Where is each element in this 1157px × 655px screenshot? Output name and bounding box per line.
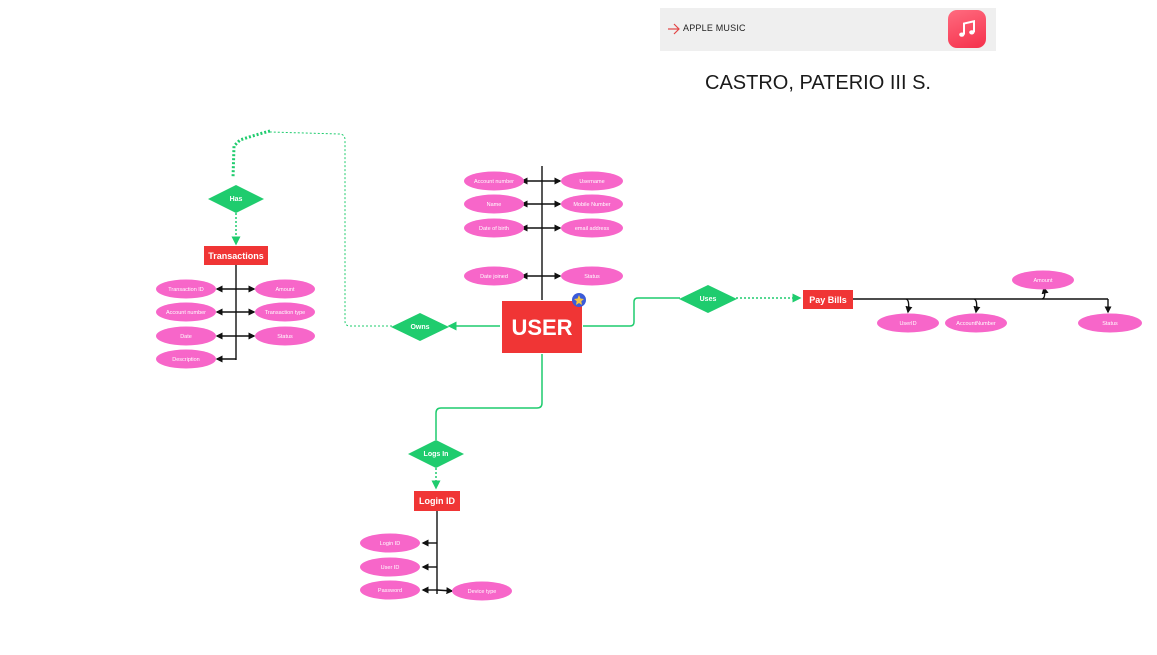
relationship-connectors [231, 129, 802, 490]
attribute-label: Amount [276, 287, 295, 293]
relationship-label: Has [230, 196, 243, 203]
attr-user-status[interactable]: Status [561, 266, 623, 286]
attr-login-device-type[interactable]: Device type [452, 581, 512, 601]
relationship-label: Uses [700, 296, 717, 303]
attr-user-date-joined[interactable]: Date joined [464, 266, 524, 286]
relationship-label: Owns [410, 324, 429, 331]
attr-pay-status[interactable]: Status [1078, 313, 1142, 333]
attribute-label: Status [1102, 321, 1118, 327]
apple-music-banner: APPLE MUSIC [660, 8, 996, 51]
attr-user-email-address[interactable]: email address [561, 218, 623, 238]
relationship-uses[interactable]: Uses [679, 285, 737, 313]
attribute-label: Account number [166, 310, 206, 316]
owns-has-connector [269, 131, 392, 327]
attr-login-password[interactable]: Password [360, 580, 420, 600]
attribute-label: Status [584, 274, 600, 280]
entity-label: Pay Bills [809, 295, 847, 305]
author-name: CASTRO, PATERIO III S. [705, 72, 931, 94]
entity-transactions[interactable]: Transactions [204, 246, 268, 265]
attr-trans-account-number[interactable]: Account number [156, 302, 216, 322]
relationship-owns[interactable]: Owns [391, 313, 449, 341]
attribute-label: Username [579, 179, 604, 185]
attribute-label: Transaction ID [168, 287, 204, 293]
attr-login-login-id[interactable]: Login ID [360, 533, 420, 553]
user-logsin-connector [435, 354, 543, 440]
attribute-label: Amount [1034, 278, 1053, 284]
attribute-label: Date joined [480, 274, 508, 280]
attribute-label: AccountNumber [956, 321, 996, 327]
attr-trans-amount[interactable]: Amount [255, 279, 315, 299]
attr-pay-account-number[interactable]: AccountNumber [945, 313, 1007, 333]
banner-label: APPLE MUSIC [683, 23, 746, 33]
attr-trans-date[interactable]: Date [156, 326, 216, 346]
attribute-label: Date of birth [479, 226, 509, 232]
attr-user-username[interactable]: Username [561, 171, 623, 191]
attribute-label: Login ID [380, 541, 401, 547]
has-squiggle-connector [231, 129, 271, 179]
relationship-logs-in[interactable]: Logs In [408, 440, 464, 468]
entity-pay-bills[interactable]: Pay Bills [803, 290, 853, 309]
badge-icon [572, 293, 586, 307]
arrow-right-icon [666, 20, 682, 38]
attr-trans-status[interactable]: Status [255, 326, 315, 346]
user-uses-connector [583, 297, 680, 327]
attribute-connectors [215, 166, 1112, 595]
attribute-label: Transaction type [265, 310, 305, 316]
attr-pay-amount[interactable]: Amount [1012, 270, 1074, 290]
entity-label: Login ID [419, 496, 455, 506]
relationship-label: Logs In [424, 451, 449, 458]
attribute-label: Password [378, 588, 402, 594]
attribute-label: Name [487, 202, 502, 208]
attribute-label: email address [575, 226, 609, 232]
music-note-icon[interactable] [948, 10, 986, 48]
entity-login-id[interactable]: Login ID [414, 491, 460, 511]
attribute-label: Mobile Number [573, 202, 610, 208]
attr-user-account-number[interactable]: Account number [464, 171, 524, 191]
attribute-label: Description [172, 357, 200, 363]
attribute-label: Account number [474, 179, 514, 185]
attr-pay-userid[interactable]: UserID [877, 313, 939, 333]
attr-trans-description[interactable]: Description [156, 349, 216, 369]
attribute-label: User ID [381, 565, 400, 571]
attribute-label: UserID [899, 321, 916, 327]
attr-trans-transaction-type[interactable]: Transaction type [255, 302, 315, 322]
attr-user-date-of-birth[interactable]: Date of birth [464, 218, 524, 238]
attr-trans-transaction-id[interactable]: Transaction ID [156, 279, 216, 299]
entity-label: USER [511, 315, 572, 340]
attr-user-mobile-number[interactable]: Mobile Number [561, 194, 623, 214]
attr-login-user-id[interactable]: User ID [360, 557, 420, 577]
attribute-label: Device type [468, 589, 497, 595]
attr-user-name[interactable]: Name [464, 194, 524, 214]
attribute-label: Date [180, 334, 192, 340]
attribute-label: Status [277, 334, 293, 340]
entity-label: Transactions [208, 251, 264, 261]
entity-user[interactable]: USER [502, 301, 582, 353]
relationship-has[interactable]: Has [208, 185, 264, 213]
